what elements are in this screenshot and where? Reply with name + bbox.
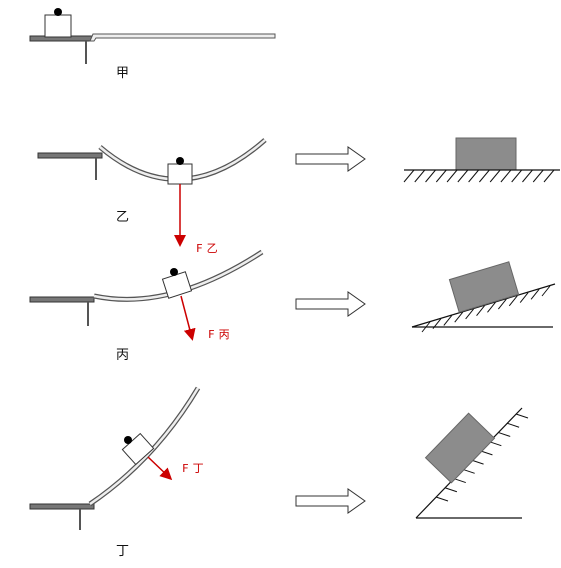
- hatch-mark: [541, 285, 551, 297]
- block: [44, 14, 72, 38]
- model-incline-steep: [415, 407, 529, 519]
- hatch-mark: [454, 311, 464, 323]
- force-label-bing: F丙: [208, 328, 234, 341]
- hatch-mark: [479, 169, 490, 183]
- hatch-mark: [471, 459, 484, 465]
- hatch-mark: [443, 315, 453, 326]
- model-block-group: [448, 261, 520, 313]
- hatch-mark: [489, 169, 501, 183]
- table-top: [29, 503, 95, 510]
- hatch-mark: [511, 169, 523, 183]
- hatch-mark: [403, 169, 415, 183]
- hatch-mark: [432, 318, 442, 330]
- force-label-ding: F丁: [182, 462, 208, 475]
- hatch-mark: [462, 468, 475, 474]
- hatch-mark: [435, 496, 449, 502]
- hollow-arrow-1: [295, 146, 366, 172]
- panel-jia: [29, 8, 276, 64]
- ball: [176, 157, 184, 165]
- model-block: [455, 137, 517, 171]
- panel-ding: [29, 386, 201, 530]
- hatch-mark: [435, 169, 447, 183]
- force-label-yi: F乙: [196, 242, 222, 255]
- hatch-mark: [480, 450, 493, 456]
- panel-label-ding: 丁: [116, 544, 130, 559]
- hollow-arrow-2: [295, 291, 366, 317]
- model-incline-shallow: [411, 261, 556, 333]
- panel-label-yi: 乙: [116, 210, 130, 225]
- hatch-mark: [532, 169, 544, 183]
- hatch-mark: [497, 298, 507, 310]
- hatch-mark: [425, 169, 436, 183]
- incline-hatch: [435, 413, 529, 502]
- hatch-mark: [444, 487, 458, 493]
- flat-track: [89, 33, 276, 42]
- panel-label-jia: 甲: [116, 66, 130, 81]
- hollow-arrow-3: [295, 488, 366, 514]
- hatch-mark: [453, 478, 466, 484]
- model-block: [424, 412, 496, 484]
- hatch-mark: [457, 169, 469, 183]
- hatch-mark: [487, 302, 496, 313]
- model-block-group: [424, 412, 496, 484]
- hatch-mark: [421, 321, 431, 333]
- hatch-mark: [530, 288, 540, 300]
- hatch-mark: [500, 169, 512, 183]
- incline-line: [411, 283, 556, 328]
- hatch-mark: [543, 169, 555, 183]
- hatch-mark: [476, 305, 485, 316]
- hatch-mark: [465, 308, 475, 320]
- table-top: [37, 152, 103, 159]
- ball: [170, 268, 178, 276]
- ball: [124, 436, 132, 444]
- hatch-mark: [506, 422, 520, 428]
- panel-yi: [37, 138, 267, 247]
- hatch-mark: [515, 413, 529, 419]
- hatch-mark: [508, 295, 518, 307]
- hatch-mark: [468, 169, 479, 183]
- hatch-mark: [522, 169, 533, 183]
- force-arrow: [147, 456, 173, 481]
- ground-hatch: [403, 169, 555, 183]
- panel-bing: [29, 249, 264, 341]
- block: [167, 163, 193, 185]
- hatch-mark: [414, 169, 426, 183]
- model-block: [448, 261, 520, 313]
- force-arrow: [180, 295, 196, 341]
- hatch-mark: [519, 292, 529, 303]
- curved-track-inner: [89, 387, 200, 506]
- hatch-mark: [489, 441, 502, 447]
- table-top: [29, 296, 95, 303]
- ball: [54, 8, 62, 16]
- incline-hatch: [421, 285, 551, 333]
- hatch-mark: [498, 431, 511, 437]
- model-flat: [403, 137, 560, 183]
- hatch-mark: [446, 169, 458, 183]
- panel-label-bing: 丙: [116, 348, 130, 363]
